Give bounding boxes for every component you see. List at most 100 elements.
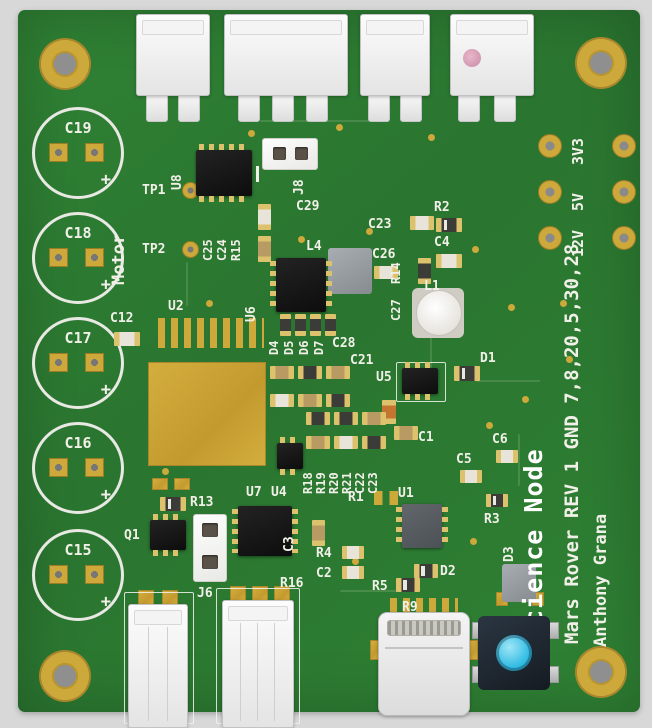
header-slot <box>202 555 218 569</box>
smd-capacitor <box>410 216 434 230</box>
mounting-hole-bottom-left <box>39 650 91 702</box>
label-r14: R14 <box>389 262 403 284</box>
label-d6: D6 <box>297 340 311 355</box>
ic-u4 <box>232 506 298 556</box>
via <box>366 228 373 235</box>
label-c26: C26 <box>372 247 396 262</box>
board-info-line: Mars Rover REV 1 GND 7,8,20,5,30,28 <box>561 243 583 644</box>
via <box>508 304 515 311</box>
power-pad <box>612 134 636 158</box>
mounting-hole-top-right <box>575 37 627 89</box>
solder-pad <box>85 353 104 372</box>
label-r1: R1 <box>348 490 364 505</box>
capacitor-label: C16 <box>64 434 92 452</box>
smd-resistor <box>418 258 431 284</box>
label-c23-mid: C23 <box>366 472 380 494</box>
capacitor-c16: C16 + <box>32 422 124 514</box>
label-c1: C1 <box>418 430 434 445</box>
connector-pin-tab <box>272 94 294 122</box>
usb-contacts <box>387 620 461 636</box>
smd-resistor <box>342 546 364 559</box>
transistor-q1 <box>150 514 186 556</box>
capacitor-label: C15 <box>64 541 92 559</box>
smd-diode <box>325 314 336 336</box>
connector-top-1 <box>136 14 210 96</box>
resistor-footprint <box>374 491 398 505</box>
connector-pin-tab <box>146 94 168 122</box>
label-d5: D5 <box>282 340 296 355</box>
smd-component <box>326 366 350 379</box>
ic-u6 <box>270 258 332 312</box>
smd-diode <box>280 314 291 336</box>
header-j6 <box>193 514 227 582</box>
via <box>206 300 213 307</box>
pin1-marker <box>256 166 259 182</box>
smd-component <box>298 394 322 407</box>
label-r2: R2 <box>434 200 450 215</box>
label-c2: C2 <box>316 566 332 581</box>
solder-pad <box>49 565 68 584</box>
label-3v3: 3V3 <box>569 137 587 165</box>
connector-seam <box>274 623 275 721</box>
header-slot <box>202 523 218 537</box>
board-author: Anthony Grana <box>591 513 611 647</box>
usb-pad-row <box>390 598 458 612</box>
copper-trace <box>518 434 520 486</box>
connector-top-4 <box>450 14 534 96</box>
connector-pin-tab <box>494 94 516 122</box>
smd-capacitor <box>436 254 462 268</box>
connector-seam <box>167 627 168 721</box>
label-c21: C21 <box>350 353 374 368</box>
label-u4: U4 <box>271 485 287 500</box>
label-d2: D2 <box>440 564 456 579</box>
connector-bottom-2 <box>222 600 294 728</box>
solder-pad <box>49 353 68 372</box>
smd-capacitor <box>258 204 271 230</box>
label-c12: C12 <box>110 311 134 326</box>
label-5v: 5V <box>569 192 587 211</box>
smd-diode <box>454 366 480 381</box>
usb-connector <box>378 612 470 716</box>
smd-capacitor <box>114 332 140 346</box>
capacitor-c19: C19 + <box>32 107 124 199</box>
label-r5: R5 <box>372 579 388 594</box>
capacitor-c18: C18 + <box>32 212 124 304</box>
connector-seam <box>240 623 241 721</box>
smd-resistor <box>306 412 330 425</box>
via <box>560 300 567 307</box>
capacitor-label: C17 <box>64 329 92 347</box>
label-d4: D4 <box>267 340 281 355</box>
label-l4: L4 <box>306 239 322 254</box>
label-u2: U2 <box>168 299 184 314</box>
smd-resistor <box>334 412 358 425</box>
connector-pin-tab <box>368 94 390 122</box>
smd-component <box>306 436 330 449</box>
label-u1: U1 <box>398 486 414 501</box>
label-r19: R19 <box>314 472 328 494</box>
power-pad <box>612 180 636 204</box>
connector-lid <box>228 606 288 621</box>
ic-u5 <box>402 362 438 400</box>
connector-bottom-1 <box>128 604 188 728</box>
power-pad <box>612 226 636 250</box>
ic-small-qfn <box>277 437 303 475</box>
label-r3: R3 <box>484 512 500 527</box>
connector-top-3 <box>360 14 430 96</box>
label-r13: R13 <box>190 495 214 510</box>
polarity-plus: + <box>100 485 111 505</box>
diode-d3 <box>502 564 536 602</box>
connector-seam <box>148 627 149 721</box>
label-tp1: TP1 <box>142 183 166 198</box>
smd-component <box>270 394 294 407</box>
smd-capacitor <box>460 470 482 483</box>
inductor-l4 <box>328 248 372 294</box>
testpoint-tp2 <box>182 241 199 258</box>
via <box>336 124 343 131</box>
via <box>298 236 305 243</box>
smd-resistor <box>486 494 508 507</box>
via <box>472 246 479 253</box>
connector-pin-tab <box>458 94 480 122</box>
smd-diode <box>295 314 306 336</box>
label-q1: Q1 <box>124 528 140 543</box>
